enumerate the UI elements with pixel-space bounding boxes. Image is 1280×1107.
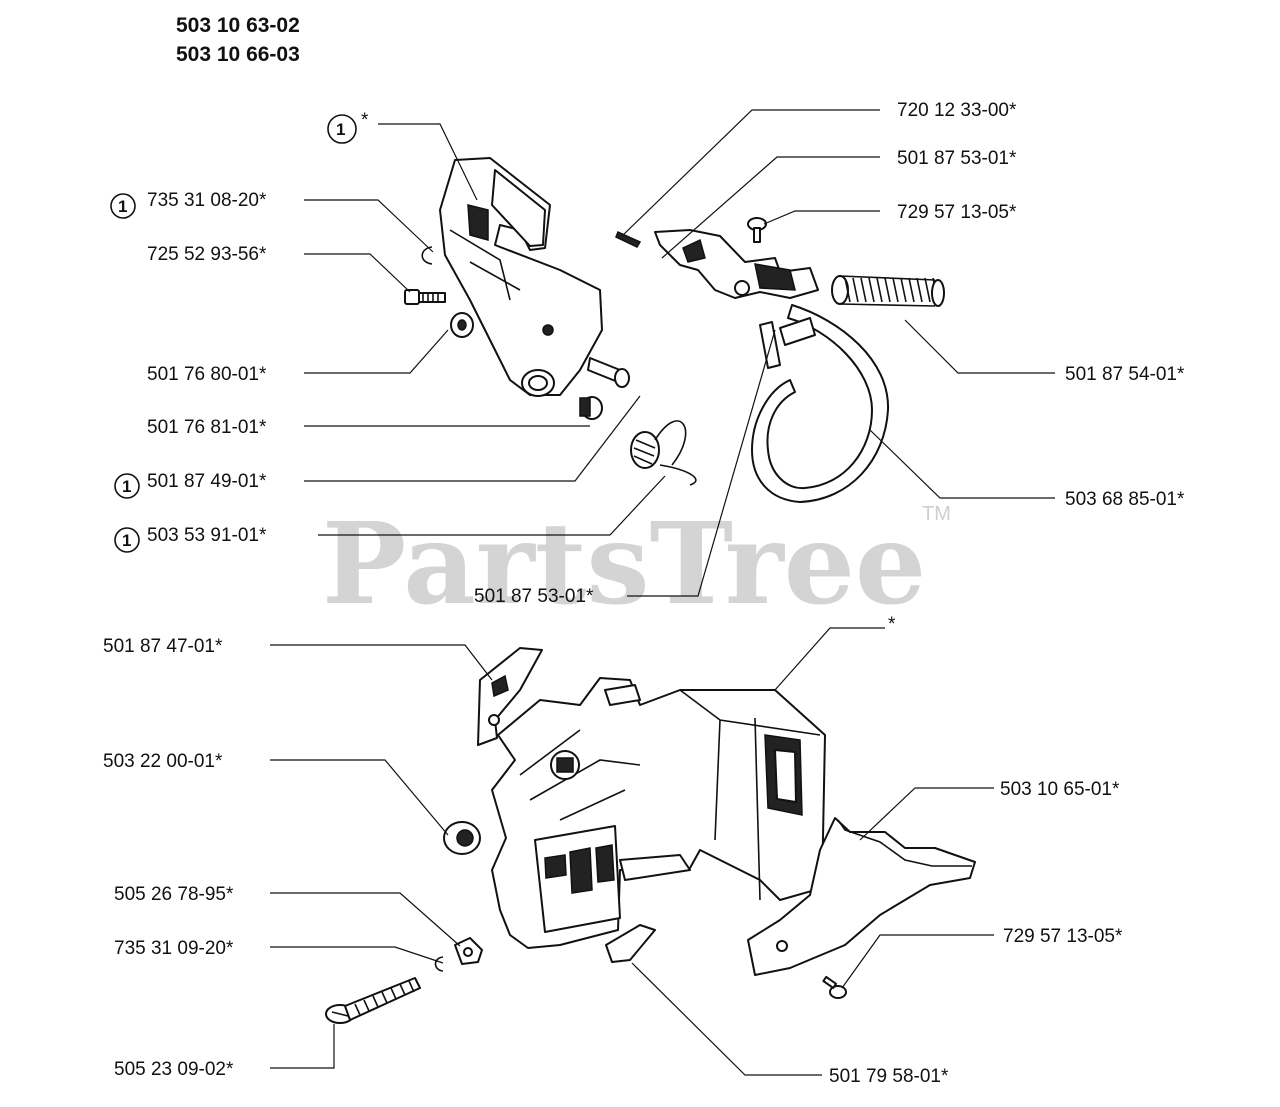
label-501-87-53-01-mid: 501 87 53-01*: [474, 586, 594, 607]
brake-lever-illustration: [654, 229, 819, 299]
watermark: PartsTree: [322, 499, 926, 630]
roll-pin-illustration: [615, 230, 642, 248]
label-729-57-13-05-top: 729 57 13-05*: [897, 202, 1017, 223]
kit-marker-501-87-49-01: 1: [114, 473, 140, 499]
coil-spring-illustration: [831, 275, 945, 307]
label-cover-star: *: [361, 110, 369, 131]
rivet-illustration: [579, 396, 603, 420]
svg-text:1: 1: [118, 197, 127, 216]
bolt-illustration: [404, 289, 446, 305]
label-725-52-93-56: 725 52 93-56*: [147, 244, 267, 265]
label-501-76-80-01: 501 76 80-01*: [147, 364, 267, 385]
side-plate-illustration: [747, 817, 976, 976]
label-735-31-08-20: 735 31 08-20*: [147, 190, 267, 211]
washer-illustration: [450, 312, 474, 338]
label-501-87-47-01: 501 87 47-01*: [103, 636, 223, 657]
spring-clip-illustration: [421, 246, 433, 265]
label-505-26-78-95: 505 26 78-95*: [114, 884, 234, 905]
retaining-ring-illustration: [434, 956, 444, 972]
label-501-76-81-01: 501 76 81-01*: [147, 417, 267, 438]
model-number-1: 503 10 63-02: [176, 14, 300, 37]
svg-text:1: 1: [122, 531, 131, 550]
label-501-87-54-01: 501 87 54-01*: [1065, 364, 1185, 385]
screw-bottom-illustration: [822, 975, 847, 999]
svg-text:1: 1: [336, 120, 345, 139]
adjusting-nut-illustration: [454, 937, 483, 965]
small-screw-illustration: [747, 217, 767, 243]
svg-text:1: 1: [122, 477, 131, 496]
wear-plate-illustration: [477, 647, 543, 746]
model-number-2: 503 10 66-03: [176, 43, 300, 66]
label-503-68-85-01: 503 68 85-01*: [1065, 489, 1185, 510]
bumper-block-illustration: [605, 924, 656, 963]
leader-lines: [270, 109, 1055, 1076]
label-501-79-58-01: 501 79 58-01*: [829, 1066, 949, 1087]
label-503-10-65-01: 503 10 65-01*: [1000, 779, 1120, 800]
nut-illustration: [443, 821, 481, 855]
kit-marker-503-53-91-01: 1: [114, 527, 140, 553]
torsion-spring-illustration: [630, 420, 697, 486]
label-503-22-00-01: 503 22 00-01*: [103, 751, 223, 772]
chain-brake-cover-illustration: [439, 157, 603, 397]
tensioner-screw-illustration: [325, 977, 421, 1024]
kit-marker-cover: 1: [327, 114, 357, 144]
label-501-87-53-01-top: 501 87 53-01*: [897, 148, 1017, 169]
watermark-trademark: TM: [922, 503, 951, 525]
label-720-12-33-00: 720 12 33-00*: [897, 100, 1017, 121]
label-735-31-09-20: 735 31 09-20*: [114, 938, 234, 959]
label-501-87-49-01: 501 87 49-01*: [147, 471, 267, 492]
label-503-53-91-01: 503 53 91-01*: [147, 525, 267, 546]
chain-brake-housing-illustration: [491, 677, 826, 949]
kit-marker-735-31-08-20: 1: [110, 193, 136, 219]
brake-band-illustration: [751, 304, 890, 503]
label-505-23-09-02: 505 23 09-02*: [114, 1059, 234, 1080]
label-housing-star: *: [888, 614, 896, 635]
pin-illustration: [587, 357, 630, 388]
label-729-57-13-05-bot: 729 57 13-05*: [1003, 926, 1123, 947]
